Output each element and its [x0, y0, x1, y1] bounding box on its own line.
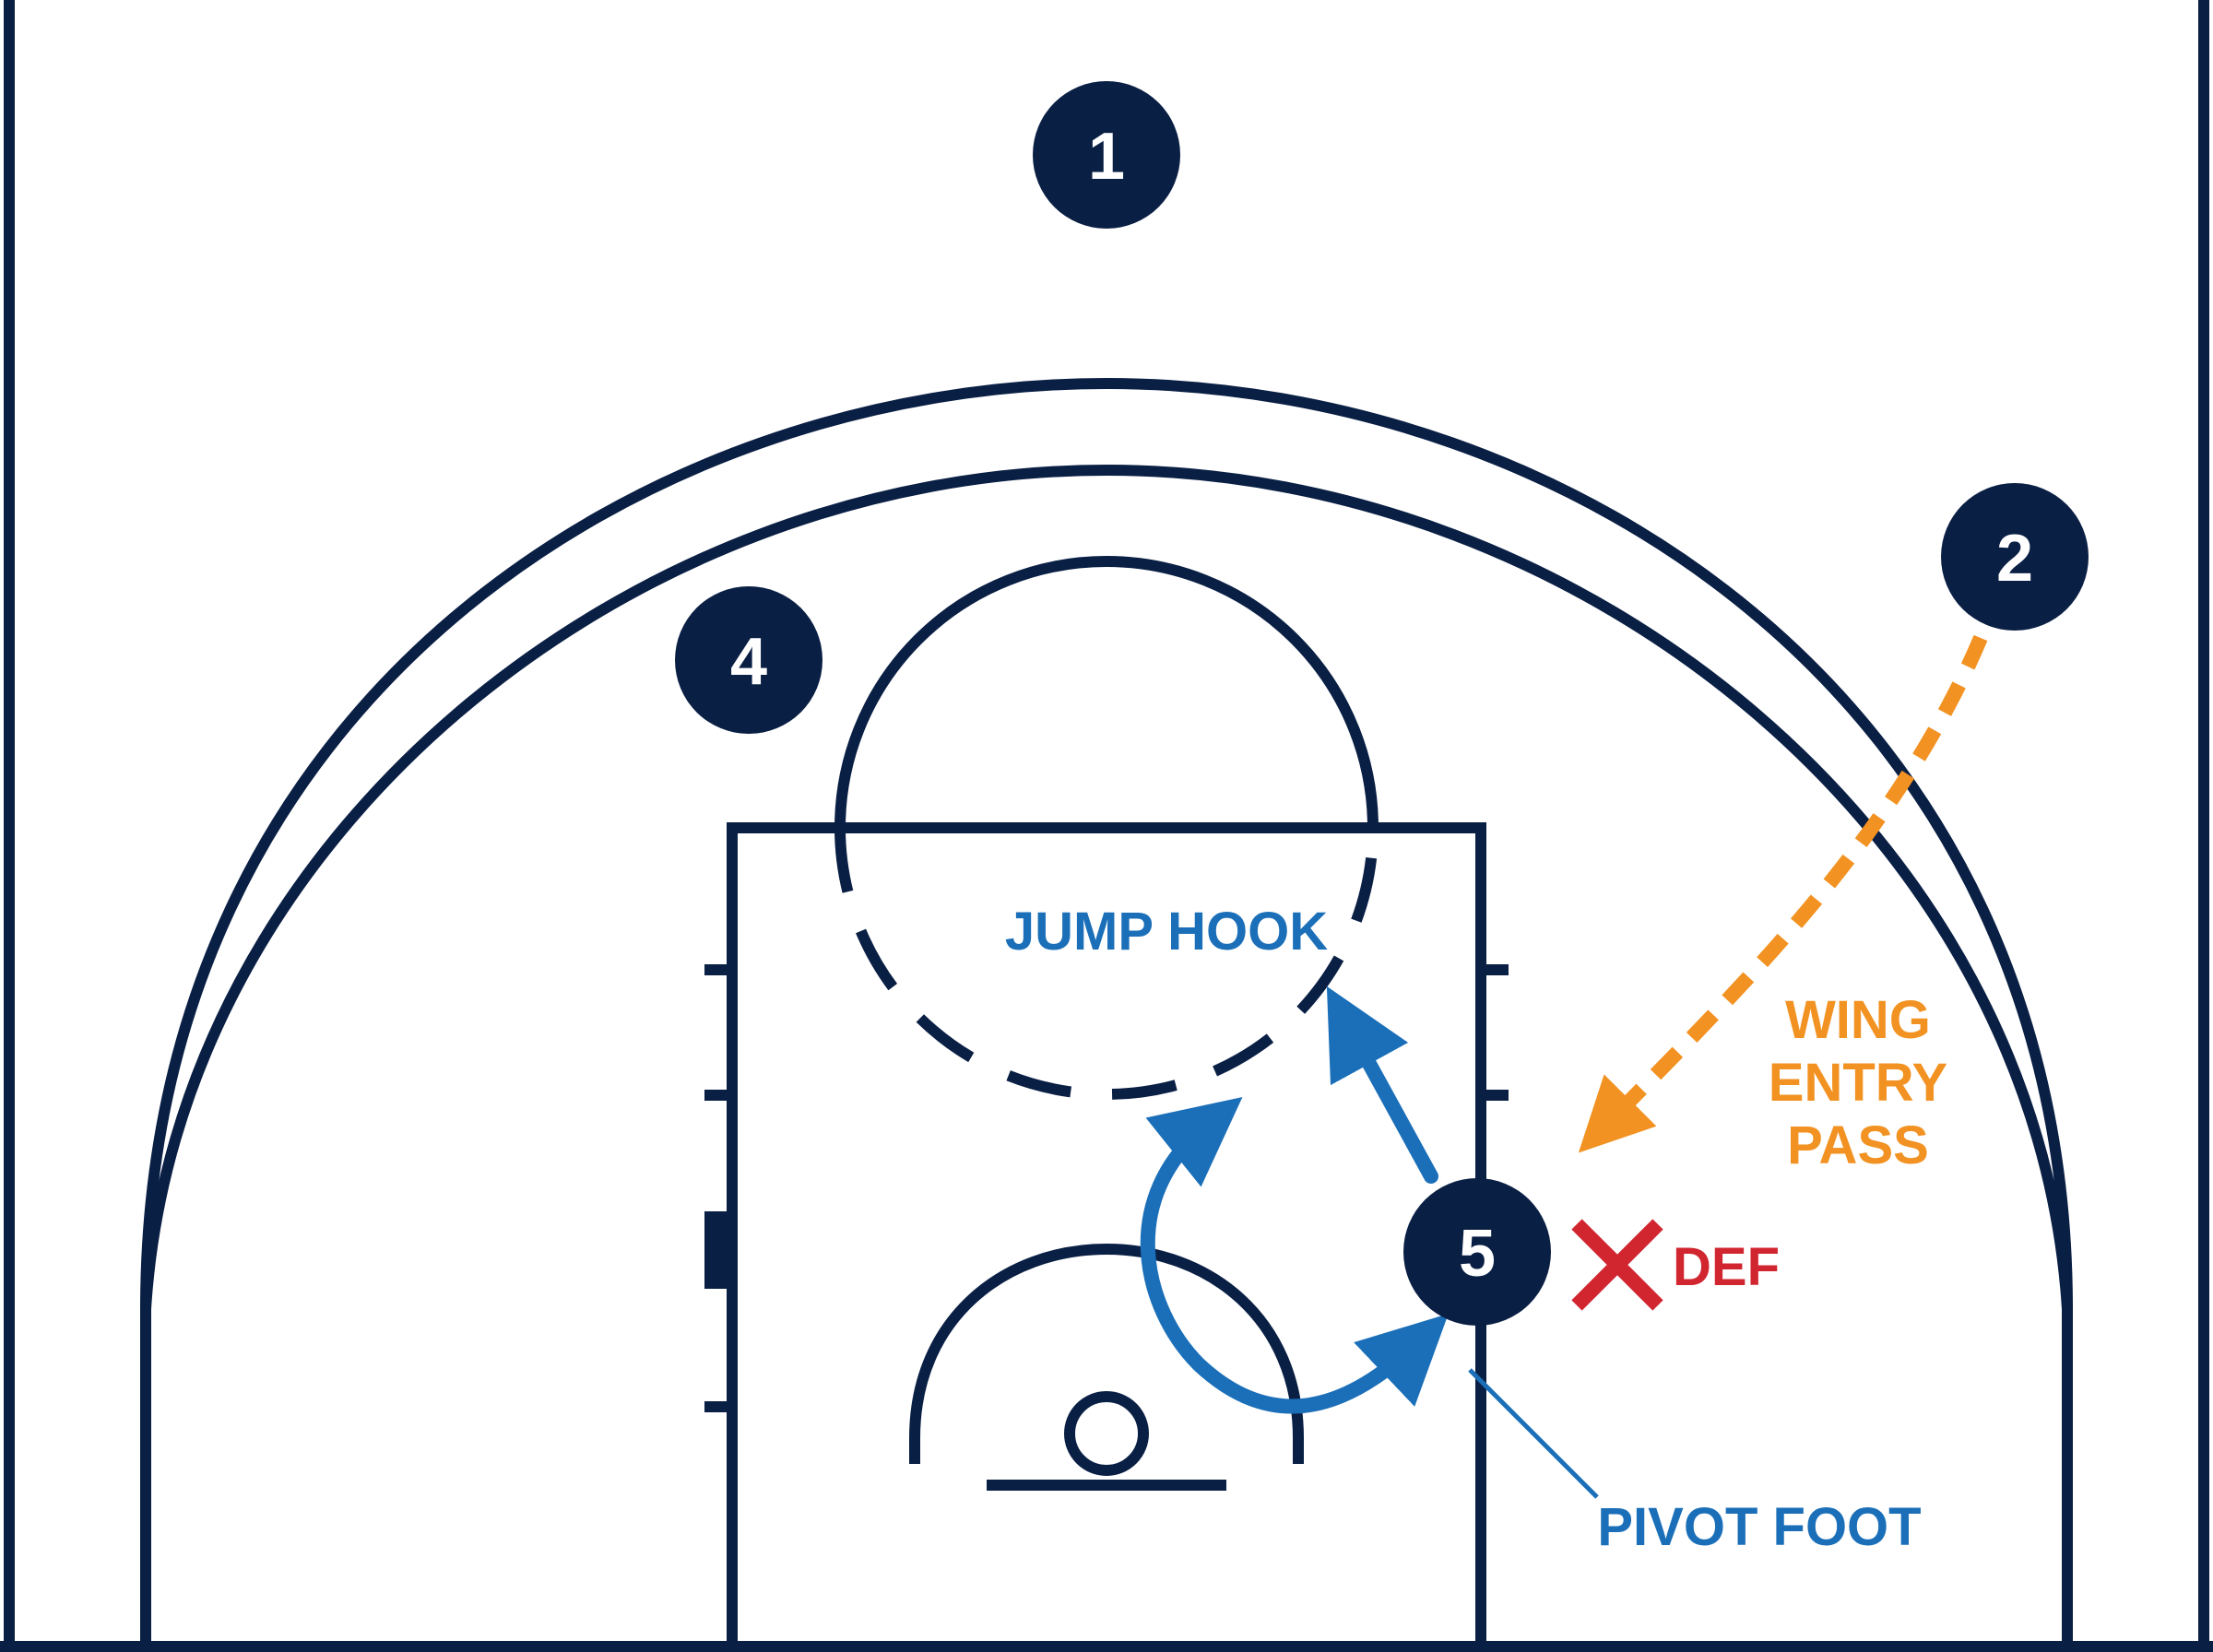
- pivot-foot-label: PIVOT FOOT: [1597, 1497, 1921, 1557]
- player-2-number: 2: [1996, 522, 2033, 596]
- free-throw-circle-top: [834, 556, 1379, 829]
- player-1-number: 1: [1088, 120, 1125, 194]
- rim: [1064, 1391, 1149, 1476]
- pivot-foot-pointer: [1468, 1368, 1599, 1499]
- wing-entry-pass-line-1: WING: [1785, 990, 1931, 1050]
- player-1: 1: [1033, 81, 1180, 229]
- three-point-line-outer: [140, 377, 2073, 1646]
- defender-label: DEF: [1673, 1237, 1780, 1297]
- player-5-marker: [1403, 1178, 1551, 1326]
- player-5-number: 5: [1459, 1217, 1496, 1291]
- player-1-marker: [1033, 81, 1180, 229]
- player-5: 5: [1403, 1178, 1551, 1326]
- player-2: 2: [1941, 483, 2089, 631]
- wing-entry-pass-arrow: [1578, 634, 1988, 1153]
- seal-move-arrow: [1326, 985, 1438, 1184]
- lane-hash-marks: [704, 964, 1509, 1412]
- post-moves: [1140, 985, 1449, 1414]
- wing-entry-pass-line-3: PASS: [1787, 1115, 1929, 1175]
- wing-entry-pass-label: WING ENTRY PASS: [1769, 990, 1947, 1175]
- free-throw-circle-bottom-dashed: [834, 827, 1379, 1100]
- drop-step-arrow: [1140, 1096, 1449, 1414]
- player-2-marker: [1941, 483, 2089, 631]
- player-4-marker: [675, 586, 822, 734]
- wing-entry-pass-line-2: ENTRY: [1769, 1053, 1947, 1113]
- defender: DEF: [1571, 1219, 1780, 1311]
- player-4: 4: [675, 586, 822, 734]
- jump-hook-label: JUMP HOOK: [1005, 902, 1328, 962]
- lane-block: [704, 1211, 732, 1289]
- player-4-number: 4: [730, 625, 767, 699]
- x-icon: [1571, 1219, 1663, 1311]
- three-point-line-inner: [140, 464, 2073, 1310]
- restricted-area: [909, 1243, 1304, 1464]
